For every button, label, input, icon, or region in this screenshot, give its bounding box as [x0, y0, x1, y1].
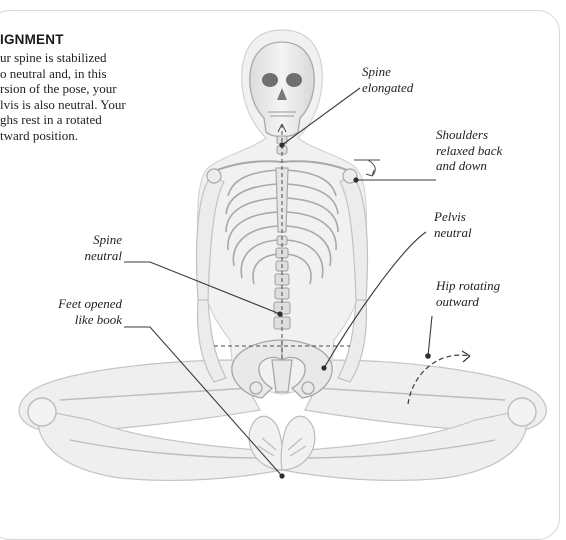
- label-line: relaxed back: [436, 143, 502, 159]
- body-line: lvis is also neutral. Your: [0, 97, 210, 113]
- label-spine-neutral: Spine neutral: [30, 232, 122, 263]
- label-line: like book: [14, 312, 122, 328]
- illustration-stage: IGNMENT ur spine is stabilized o neutral…: [0, 0, 566, 521]
- label-line: neutral: [30, 248, 122, 264]
- label-line: Shoulders: [436, 127, 502, 143]
- body-line: ghs rest in a rotated: [0, 112, 210, 128]
- label-feet-opened: Feet opened like book: [14, 296, 122, 327]
- label-line: neutral: [434, 225, 472, 241]
- label-hip-rotating: Hip rotating outward: [436, 278, 500, 309]
- label-spine-elongated: Spine elongated: [362, 64, 413, 95]
- label-line: outward: [436, 294, 500, 310]
- label-line: Feet opened: [14, 296, 122, 312]
- body-line: o neutral and, in this: [0, 66, 210, 82]
- label-pelvis: Pelvis neutral: [434, 209, 472, 240]
- label-line: Spine: [362, 64, 413, 80]
- label-line: elongated: [362, 80, 413, 96]
- label-line: Hip rotating: [436, 278, 500, 294]
- shoulder-arrow: [366, 160, 375, 176]
- section-body: ur spine is stabilized o neutral and, in…: [0, 50, 210, 144]
- body-line: rsion of the pose, your: [0, 81, 210, 97]
- body-line: ur spine is stabilized: [0, 50, 210, 66]
- label-shoulders: Shoulders relaxed back and down: [436, 127, 502, 174]
- label-line: and down: [436, 158, 502, 174]
- section-heading: IGNMENT: [0, 32, 64, 47]
- label-line: Spine: [30, 232, 122, 248]
- body-line: tward position.: [0, 128, 210, 144]
- label-line: Pelvis: [434, 209, 472, 225]
- leader-hip: [428, 316, 432, 356]
